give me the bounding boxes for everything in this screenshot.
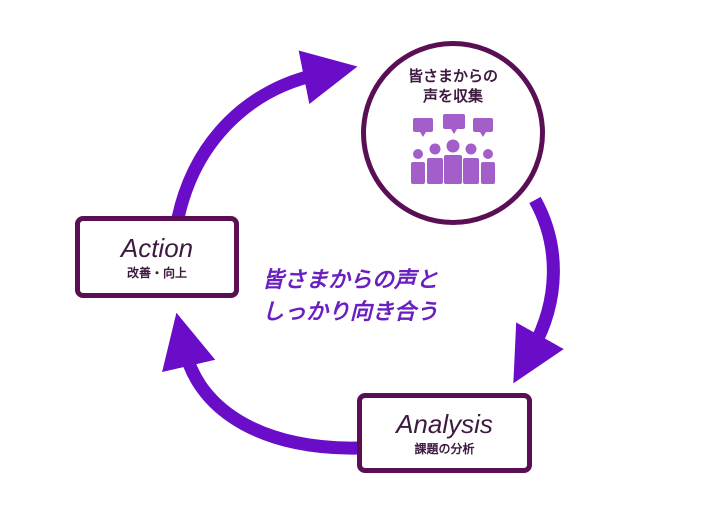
arrow-action-to-voice [171, 50, 358, 220]
voice-label-line1: 皆さまからの [407, 67, 498, 85]
center-message-line1: 皆さまからの声と [262, 268, 439, 293]
action-title: Action [120, 232, 194, 263]
arrow-voice-to-analysis [513, 196, 564, 384]
action-subtitle: 改善・向上 [126, 265, 187, 280]
voice-collection-node: 皆さまからの 声を収集 [361, 41, 545, 225]
audience-speech-bubbles-icon [411, 114, 495, 184]
action-node: Action 改善・向上 [75, 216, 239, 298]
analysis-title: Analysis [396, 408, 493, 439]
voice-collection-label: 皆さまからの 声を収集 [408, 66, 498, 106]
center-message-line2: しっかり向き合う [262, 300, 439, 325]
arrow-analysis-to-action [162, 312, 359, 455]
analysis-subtitle: 課題の分析 [414, 441, 475, 456]
analysis-node: Analysis 課題の分析 [357, 393, 532, 473]
voice-label-line2: 声を収集 [422, 87, 483, 105]
center-message: 皆さまからの声と しっかり向き合う [262, 265, 502, 329]
